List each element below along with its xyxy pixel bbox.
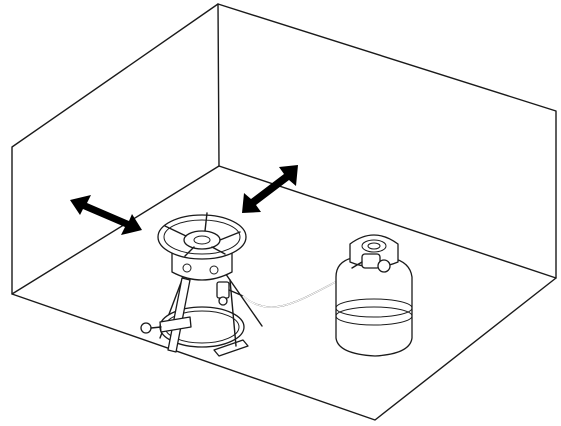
clearance-arrow-back — [242, 165, 298, 213]
propane-burner-stove — [140, 212, 263, 357]
propane-tank — [335, 234, 413, 357]
clearance-arrow-left — [70, 195, 142, 235]
